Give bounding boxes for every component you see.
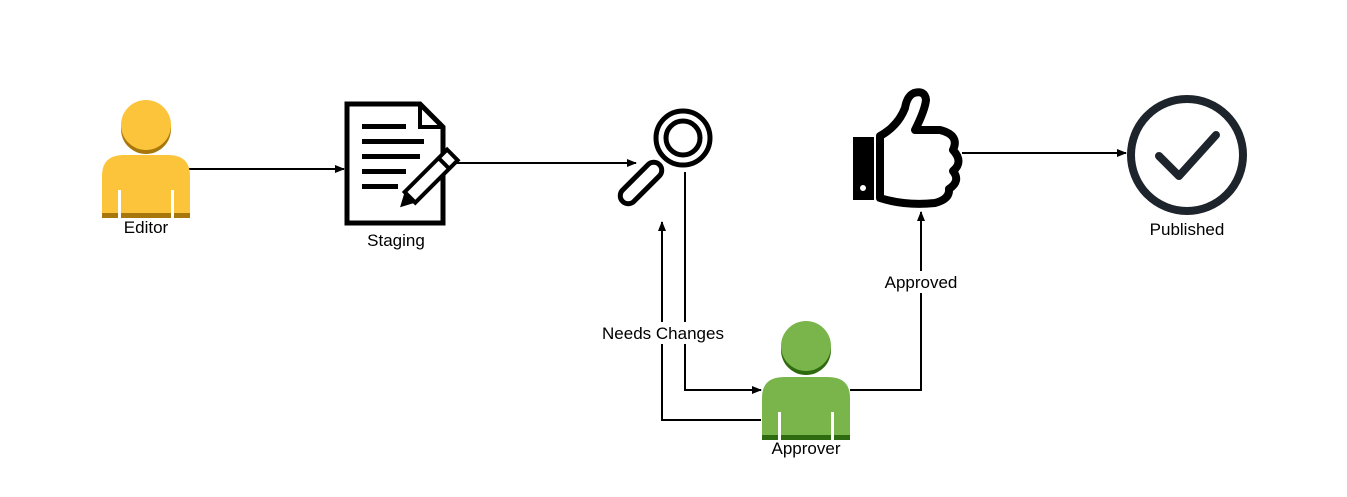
staging-label: Staging <box>367 231 425 250</box>
editor-user-icon <box>102 100 190 218</box>
edge-review-to-approver <box>684 172 762 394</box>
document-edit-icon <box>344 101 461 226</box>
editor-label: Editor <box>124 218 169 237</box>
approver-user-icon <box>762 321 850 440</box>
edge-approver-needs-changes <box>658 221 761 421</box>
thumbs-up-icon <box>853 88 963 208</box>
approved-label-bg <box>880 271 962 293</box>
needs-changes-label-bg <box>597 322 729 344</box>
magnifier-icon <box>617 108 713 207</box>
needs-changes-label: Needs Changes <box>602 324 724 343</box>
approver-label: Approver <box>772 439 841 458</box>
check-circle-icon <box>1127 95 1247 215</box>
edge-approver-approved <box>850 211 925 391</box>
published-label: Published <box>1150 220 1225 239</box>
approved-label: Approved <box>885 273 958 292</box>
